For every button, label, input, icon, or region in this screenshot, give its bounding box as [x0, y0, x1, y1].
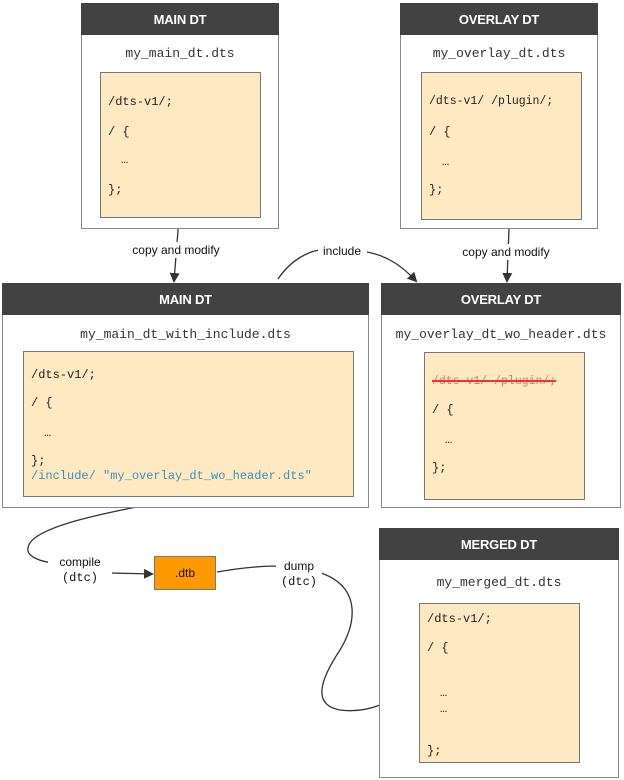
code-line: /dts-v1/ /plugin/;: [429, 95, 554, 108]
code-line: };: [31, 454, 46, 468]
code-line: /dts-v1/;: [108, 95, 173, 109]
arrow-include-head: [366, 251, 418, 283]
code-line: / {: [108, 125, 130, 139]
code-line: / {: [432, 403, 454, 417]
edge-label-compile: compile (dtc): [48, 554, 112, 586]
compile-text: compile: [59, 555, 101, 569]
panel-overlay-dt-top: OVERLAY DT my_overlay_dt.dts /dts-v1/ /p…: [400, 3, 598, 229]
panel-title: MERGED DT: [379, 528, 619, 560]
code-box: /dts-v1/ /plugin/; / { … };: [424, 352, 585, 500]
code-box: /dts-v1/ /plugin/; / { … };: [421, 72, 582, 220]
code-line: …: [440, 686, 448, 700]
code-line: …: [121, 153, 129, 167]
compile-tool: (dtc): [61, 571, 98, 585]
edge-label-dump: dump (dtc): [276, 558, 322, 590]
code-line: / {: [427, 641, 449, 655]
arrow-include: [277, 249, 323, 280]
code-line: };: [427, 744, 442, 758]
code-line: /dts-v1/;: [31, 368, 96, 382]
dump-text: dump: [283, 559, 315, 573]
filename: my_overlay_dt.dts: [432, 46, 566, 61]
panel-title: MAIN DT: [2, 283, 369, 315]
dtb-file-box: .dtb: [154, 556, 216, 590]
code-box: /dts-v1/; / { … … };: [419, 603, 580, 763]
dump-tool: (dtc): [280, 575, 317, 589]
edge-label-copy-modify-right: copy and modify: [454, 244, 558, 260]
code-box: /dts-v1/; / { … };: [100, 72, 261, 218]
arrow-compile: [109, 568, 154, 579]
panel-title: MAIN DT: [81, 3, 279, 35]
panel-overlay-dt-wo-header: OVERLAY DT my_overlay_dt_wo_header.dts /…: [381, 283, 621, 508]
code-line: };: [429, 183, 444, 197]
arrow-dtb-dump: [216, 565, 279, 573]
panel-merged-dt: MERGED DT my_merged_dt.dts /dts-v1/; / {…: [379, 528, 619, 778]
panel-title: OVERLAY DT: [381, 283, 621, 315]
code-line: };: [432, 461, 447, 475]
filename: my_main_dt.dts: [125, 46, 235, 61]
filename: my_merged_dt.dts: [436, 575, 562, 590]
code-line: /dts-v1/;: [427, 612, 492, 626]
include-directive: /include/ "my_overlay_dt_wo_header.dts": [31, 469, 312, 483]
edge-label-copy-modify-left: copy and modify: [124, 242, 228, 258]
panel-main-dt-include: MAIN DT my_main_dt_with_include.dts /dts…: [2, 283, 369, 508]
code-box: /dts-v1/; / { … }; /include/ "my_overlay…: [23, 351, 354, 497]
edge-label-include: include: [318, 243, 366, 259]
struck-header-line: /dts-v1/ /plugin/;: [432, 375, 557, 388]
filename: my_overlay_dt_wo_header.dts: [395, 327, 607, 342]
filename: my_main_dt_with_include.dts: [80, 327, 291, 342]
panel-main-dt-top: MAIN DT my_main_dt.dts /dts-v1/; / { … }…: [81, 3, 279, 229]
code-line: / {: [31, 396, 53, 410]
panel-title: OVERLAY DT: [400, 3, 598, 35]
code-line: …: [442, 155, 450, 169]
code-line: / {: [429, 125, 451, 139]
code-line: …: [44, 426, 52, 440]
code-line: …: [440, 702, 448, 716]
code-line: };: [108, 183, 123, 197]
code-line: …: [445, 433, 453, 447]
